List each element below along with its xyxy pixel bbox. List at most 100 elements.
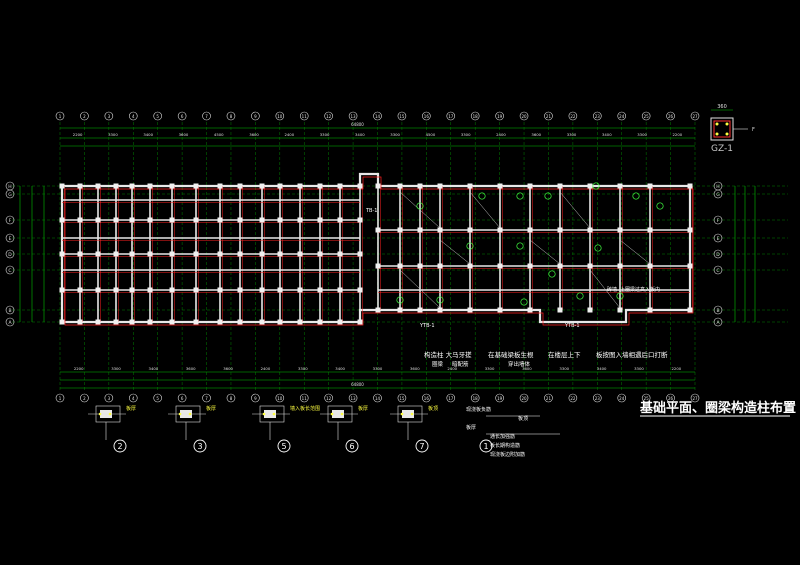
section1-text: 现浇板负筋 <box>466 406 491 413</box>
column <box>557 307 563 313</box>
column <box>259 217 265 223</box>
axis-label-bottom: 27 <box>692 396 698 401</box>
axis-label-top: 4 <box>132 114 135 119</box>
dim-bottom: 2400 <box>447 366 457 371</box>
dim-bottom: 3400 <box>597 366 607 371</box>
axis-label-top: 20 <box>521 114 527 119</box>
column <box>527 227 533 233</box>
axis-label-bottom: 24 <box>619 396 625 401</box>
note-2: 在基础梁板生根 <box>488 350 534 359</box>
axis-label-top: 5 <box>156 114 159 119</box>
dim-top: 2200 <box>673 132 683 137</box>
column <box>497 263 503 269</box>
axis-label-bottom: 8 <box>230 396 233 401</box>
dim-top: 3600 <box>249 132 259 137</box>
slab-diagonal <box>469 191 501 229</box>
axis-label-top: 8 <box>230 114 233 119</box>
axis-bubble-right <box>713 305 723 315</box>
column <box>217 319 223 325</box>
column <box>317 287 323 293</box>
section-tag: 板顶 <box>428 405 438 412</box>
axis-bubble-top <box>251 111 260 121</box>
column-marker <box>576 292 584 300</box>
axis-label-right: G <box>716 192 720 198</box>
axis-bubble-bottom <box>568 393 578 403</box>
column-marker <box>478 192 486 200</box>
axis-bubble-bottom <box>275 393 285 403</box>
column <box>437 263 443 269</box>
axis-label-left: H <box>8 184 11 190</box>
section-tag: 墙入板长范围 <box>290 405 320 412</box>
column-detail-dim: 360 <box>717 104 727 110</box>
dim-top: 2200 <box>73 132 83 137</box>
dim-bottom: 2200 <box>74 366 84 371</box>
dim-top: 2400 <box>284 132 294 137</box>
axis-bubble-bottom <box>641 393 651 403</box>
column <box>497 227 503 233</box>
column <box>95 183 101 189</box>
axis-label-top: 11 <box>302 114 308 119</box>
column <box>527 183 533 189</box>
section-marker <box>277 439 291 453</box>
axis-label-top: 3 <box>108 114 111 119</box>
axis-label-top: 12 <box>326 114 332 119</box>
column <box>77 251 83 257</box>
column <box>337 287 343 293</box>
axis-bubble-top <box>470 111 480 121</box>
axis-label-top: 19 <box>497 114 503 119</box>
axis-label-bottom: 9 <box>254 396 257 401</box>
column <box>129 287 135 293</box>
axis-label-bottom: 1 <box>59 396 62 401</box>
slab-diagonal <box>559 191 591 229</box>
column <box>77 319 83 325</box>
column <box>297 217 303 223</box>
axis-label-bottom: 4 <box>132 396 135 401</box>
column <box>77 217 83 223</box>
column <box>193 217 199 223</box>
axis-label-top: 24 <box>619 114 625 119</box>
column <box>617 183 623 189</box>
column <box>77 287 83 293</box>
axis-label-top: 23 <box>595 114 601 119</box>
column <box>587 227 593 233</box>
axis-bubble-top <box>519 111 529 121</box>
axis-bubble-top <box>495 111 504 121</box>
column <box>397 227 403 233</box>
column <box>113 319 119 325</box>
axis-label-top: 25 <box>644 114 650 119</box>
column-detail-label: GZ-1 <box>711 144 733 154</box>
column <box>375 227 381 233</box>
axis-label-top: 1 <box>59 114 62 119</box>
axis-bubble-top <box>690 111 700 121</box>
slab-diagonal <box>589 269 621 309</box>
column <box>467 227 473 233</box>
column <box>59 183 65 189</box>
axis-bubble-top <box>544 111 553 121</box>
column <box>59 319 65 325</box>
column <box>317 319 323 325</box>
axis-bubble-right <box>713 317 723 327</box>
column <box>147 319 153 325</box>
axis-label-top: 22 <box>570 114 576 119</box>
column <box>437 183 443 189</box>
column <box>375 307 381 313</box>
column <box>317 251 323 257</box>
axis-label-top: 13 <box>351 114 357 119</box>
section1-text: 通长加强筋 <box>490 433 515 440</box>
axis-label-right: C <box>716 268 719 274</box>
column <box>687 227 693 233</box>
column <box>337 319 343 325</box>
slab-diagonal <box>399 269 441 309</box>
column <box>647 307 653 313</box>
column <box>147 287 153 293</box>
svg-text:F: F <box>752 127 755 133</box>
section-marker-label: 2 <box>117 442 122 451</box>
column <box>375 183 381 189</box>
axis-bubble-top <box>177 111 187 121</box>
column <box>237 287 243 293</box>
axis-label-top: 14 <box>375 114 381 119</box>
axis-bubble-right <box>713 265 723 275</box>
column <box>527 307 533 313</box>
column <box>375 263 381 269</box>
axis-label-bottom: 3 <box>108 396 111 401</box>
